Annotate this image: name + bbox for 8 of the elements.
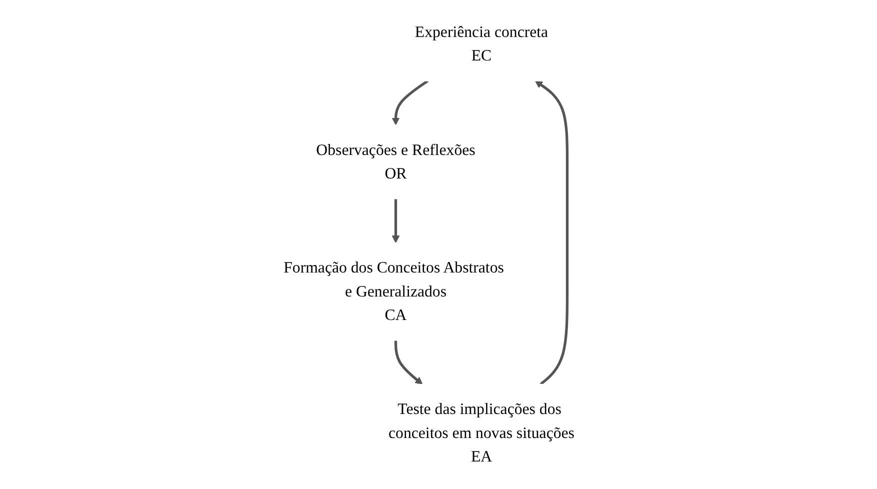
node-text: Observações e Reflexões OR bbox=[316, 140, 476, 182]
node-text: Teste das implicações dos conceitos em novas situações EA bbox=[388, 400, 574, 466]
arrow bbox=[392, 198, 400, 244]
arrow bbox=[392, 80, 428, 126]
node-text: Experiência concreta EC bbox=[414, 22, 548, 64]
arrow bbox=[534, 80, 568, 386]
node-text: Formação dos Conceitos Abstratos e Generalizados CA bbox=[283, 258, 504, 324]
arrow bbox=[394, 340, 423, 385]
